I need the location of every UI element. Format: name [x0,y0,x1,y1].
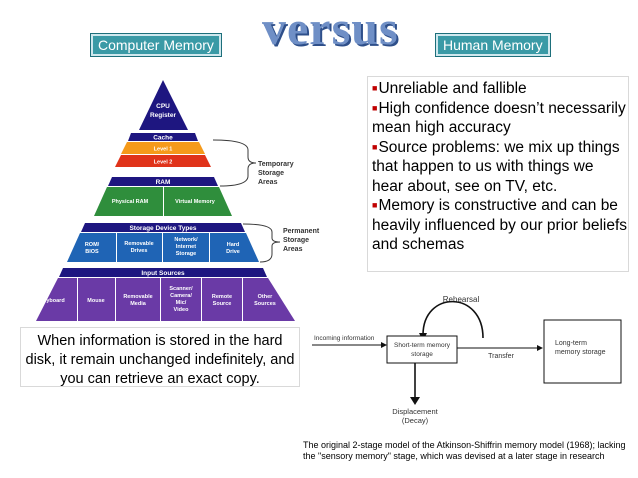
scanner-text: Scanner/ [169,286,193,292]
transfer-label: Transfer [488,353,514,360]
versus-title: versus [262,2,399,55]
human-point: ■Source problems: we mix up things that … [372,138,620,195]
permanent-storage-text: Storage [283,237,309,244]
video-text: Video [174,307,190,313]
storage-network-internet [163,233,209,262]
drive-text: Drive [226,249,240,255]
storage-types-header [81,223,245,232]
model-caption: The original 2-stage model of the Atkins… [303,440,626,461]
storage-hard-drive [210,233,259,262]
cpu-register-tier [139,80,188,130]
incoming-label: Incoming information [314,335,375,342]
short-term-text-2: storage [411,351,433,358]
incoming-arrowhead [381,342,387,348]
other-text: Other [258,294,274,300]
human-point: ■Memory is constructive and can be heavi… [372,197,628,253]
input-mouse [78,278,115,321]
network-text: Network/ [174,237,198,243]
storage-removable-drives [117,233,162,262]
temporary-storage-text: Storage [258,170,284,177]
cpu-text: CPU [156,103,170,110]
physical-ram-tier [94,187,163,216]
permanent-text: Permanent [283,228,320,235]
transfer-arrowhead [537,345,543,351]
human-point: ■Unreliable and fallible [372,80,527,97]
keyboard-text: Keyboard [39,298,64,304]
hard-text: Hard [227,242,240,248]
cache-level1 [121,142,205,154]
memory-model-diagram: Rehearsal Incoming information Short-ter… [312,295,622,425]
rehearsal-label: Rehearsal [443,295,480,304]
removable-text: Removable [124,241,153,247]
long-term-memory-box [543,319,622,384]
physical-ram-text: Physical RAM [112,199,149,205]
human-point: ■High confidence doesn’t necessarily mea… [372,99,626,137]
displacement-arrowhead [410,397,420,405]
level2-text: Level 2 [154,160,173,166]
cache-text: Cache [153,135,173,142]
short-term-memory-box [386,335,458,364]
storage-types-text: Storage Device Types [129,225,196,232]
cache-level2 [115,155,211,167]
level1-text: Level 1 [154,147,173,153]
source-text: Source [213,301,232,307]
ram-text: RAM [156,179,171,186]
short-term-text-1: Short-term memory [394,342,451,349]
sources-text: Sources [254,301,276,307]
bios-text: BIOS [85,249,99,255]
input-scanner-camera [161,278,201,321]
human-memory-label: Human Memory [436,34,550,56]
drives-text: Drives [131,248,148,254]
mouse-text: Mouse [87,298,104,304]
temporary-bracket [212,139,257,187]
temporary-areas-text: Areas [258,179,278,186]
internet-text: Internet [176,244,196,250]
mic-text: Mic/ [176,300,187,306]
decay-text: (Decay) [402,416,429,425]
storage-rom-bios [67,233,116,262]
remote-text: Remote [212,294,232,300]
rehearsal-loop-arrow [422,300,484,339]
temporary-text: Temporary [258,161,294,168]
human-memory-points: ■Unreliable and fallible ■High confidenc… [367,76,629,272]
displacement-text: Displacement [392,407,438,416]
computer-memory-note: When information is stored in the hard d… [20,327,300,387]
input-keyboard [36,278,77,321]
rom-text: ROM/ [85,242,100,248]
removable-media-text-2: Media [130,301,147,307]
register-text: Register [150,112,176,119]
input-removable-media [116,278,160,321]
input-other-sources [243,278,295,321]
input-sources-text: Input Sources [141,270,185,277]
permanent-bracket [242,223,281,263]
ram-header [108,177,218,186]
computer-memory-label: Computer Memory [91,34,221,56]
virtual-memory-tier [164,187,232,216]
long-term-text-1: Long-term [555,340,587,347]
permanent-areas-text: Areas [283,246,303,253]
virtual-memory-text: Virtual Memory [175,199,216,205]
input-remote-source [202,278,242,321]
removable-media-text-1: Removable [123,294,152,300]
input-sources-header [59,268,267,277]
long-term-text-2: memory storage [555,349,606,356]
cache-header [128,133,198,141]
camera-text: Camera/ [170,293,192,299]
storage-word-text: Storage [176,251,196,257]
